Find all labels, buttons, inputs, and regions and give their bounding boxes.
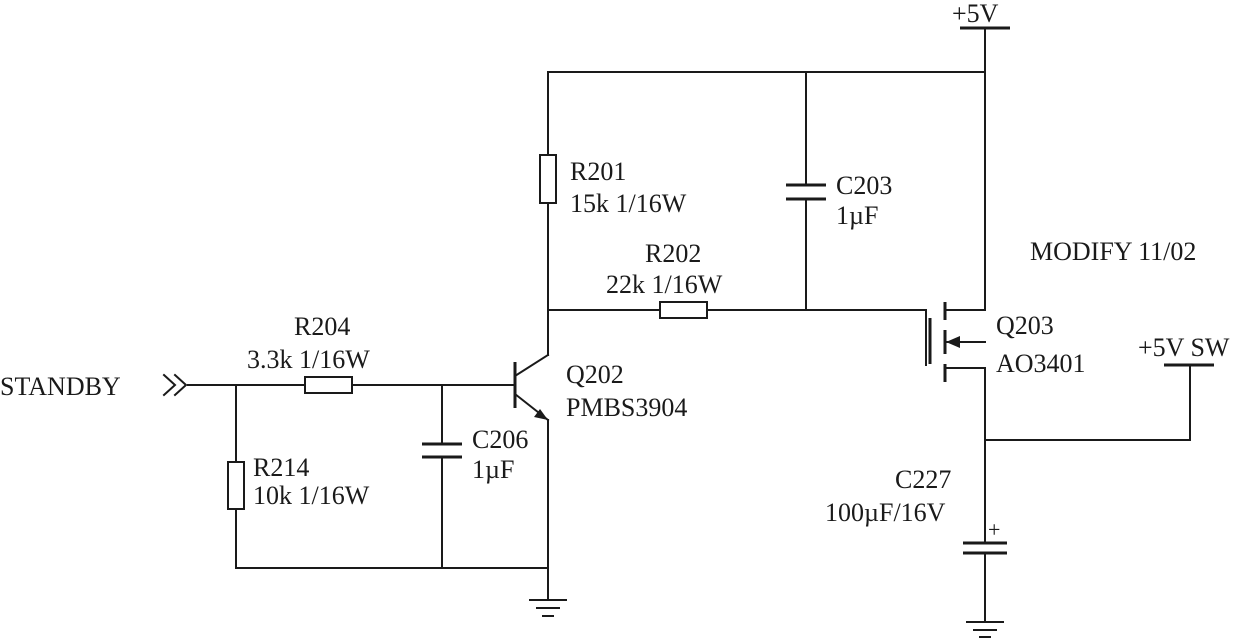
standby-input: STANDBY: [0, 372, 188, 401]
r214-ref: R214: [253, 453, 309, 482]
body-arrow-icon: [946, 336, 960, 348]
c227-polarity: +: [988, 517, 1000, 542]
r204-ref: R204: [294, 312, 350, 341]
resistor-r201: R201 15k 1/16W: [539, 154, 687, 218]
q202-ref: Q202: [566, 360, 624, 389]
vcc-label: +5V: [952, 0, 999, 28]
c206-value: 1µF: [472, 455, 514, 484]
r202-value: 22k 1/16W: [606, 270, 723, 299]
c227-ref: C227: [895, 465, 951, 494]
vcc-sw-symbol: +5V SW: [1138, 333, 1230, 367]
capacitor-c206: C206 1µF: [422, 425, 528, 484]
modify-note: MODIFY 11/02: [1030, 237, 1196, 266]
resistor-r214: R214 10k 1/16W: [227, 453, 370, 510]
vcc-symbol: +5V: [952, 0, 1010, 30]
standby-label: STANDBY: [0, 372, 121, 401]
r201-ref: R201: [570, 157, 626, 186]
q203-part: AO3401: [996, 349, 1086, 378]
r202-ref: R202: [645, 239, 701, 268]
capacitor-c227: + C227 100µF/16V: [825, 465, 1007, 555]
transistor-q202: Q202 PMBS3904: [513, 353, 687, 422]
wires: [187, 27, 1191, 623]
ground-symbol-c227: [966, 621, 1004, 638]
mosfet-q203: Q203 AO3401: [928, 302, 1086, 382]
r204-value: 3.3k 1/16W: [247, 345, 370, 374]
double-chevron-right-icon: [162, 373, 188, 397]
vcc-sw-label: +5V SW: [1138, 333, 1230, 362]
capacitor-c203: C203 1µF: [786, 171, 892, 230]
resistor-r202: R202 22k 1/16W: [606, 239, 723, 319]
q202-part: PMBS3904: [566, 393, 687, 422]
emitter-arrow-icon: [534, 409, 548, 420]
r201-value: 15k 1/16W: [570, 189, 687, 218]
c203-value: 1µF: [836, 201, 878, 230]
resistor-r204: R204 3.3k 1/16W: [247, 312, 370, 394]
c206-ref: C206: [472, 425, 528, 454]
ground-symbol-q202: [529, 599, 567, 617]
c227-value: 100µF/16V: [825, 498, 946, 527]
c203-ref: C203: [836, 171, 892, 200]
q203-ref: Q203: [996, 311, 1054, 340]
r214-value: 10k 1/16W: [253, 481, 370, 510]
